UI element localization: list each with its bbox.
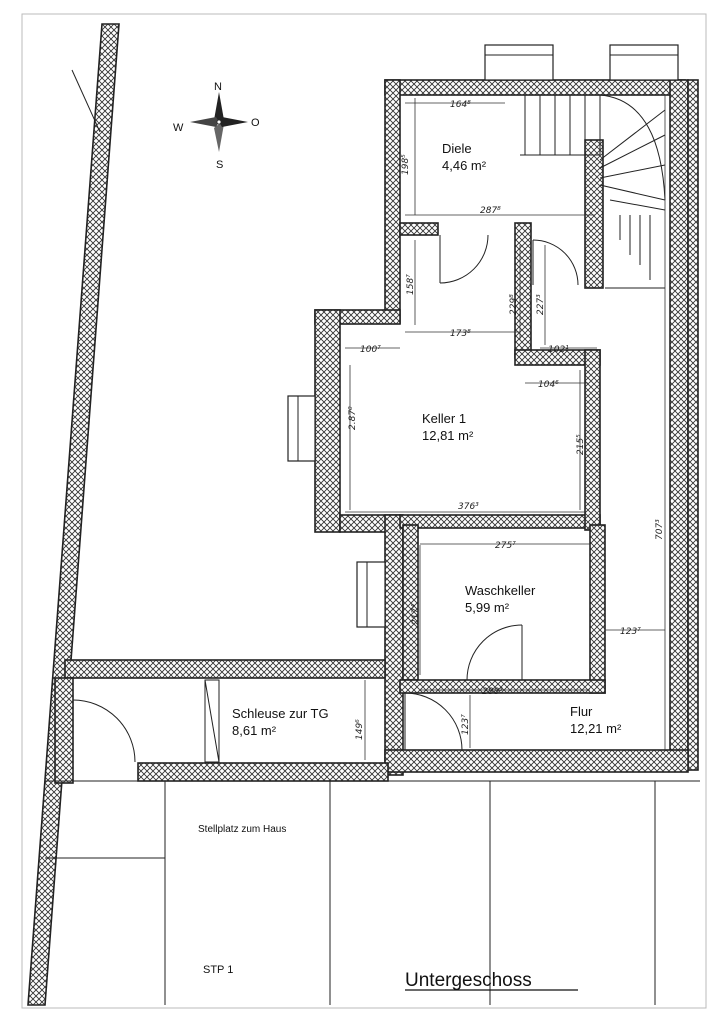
dim-227: 227³ [536, 294, 546, 315]
dim-flur-length: 707³ [655, 519, 665, 540]
dim-keller-width: 376³ [458, 502, 479, 512]
door-flur [404, 692, 463, 751]
door-schleuse [72, 699, 136, 763]
light-well-1 [484, 44, 554, 81]
waschkeller-west-wall [384, 514, 404, 776]
room-flur-area: 12,21 m² [570, 721, 622, 736]
room-diele-name: Diele [442, 141, 472, 156]
parking-label: Stellplatz zum Haus [198, 824, 286, 835]
room-waschkeller-area: 5,99 m² [465, 600, 510, 615]
parking-space-label: STP 1 [203, 964, 233, 976]
dim-288: 288³ [482, 687, 503, 697]
dim-schleuse: 149⁶ [355, 719, 365, 740]
room-schleuse-area: 8,61 m² [232, 723, 277, 738]
page-border [21, 13, 707, 1009]
boundary-line [71, 69, 101, 133]
parking-grid [45, 780, 700, 1005]
dim-diele-width: 164⁸ [450, 100, 471, 110]
schleuse-north-wall [64, 659, 386, 679]
dim-123b: 123⁷ [461, 714, 471, 735]
light-well-keller [287, 395, 316, 462]
door-keller [532, 239, 579, 286]
dim-104: 104⁶ [538, 380, 559, 390]
floor-title: Untergeschoss [405, 970, 532, 991]
east-wall [669, 79, 689, 771]
room-diele-area: 4,46 m² [442, 158, 487, 173]
staircase [520, 94, 666, 289]
diele-south-wall-left [399, 222, 439, 236]
west-wall-diele [384, 79, 401, 324]
dim-waschkeller-depth: 217⁴ [411, 604, 421, 625]
compass-east: O [251, 117, 260, 129]
light-well-waschkeller [356, 561, 386, 628]
dim-229: 229⁸ [509, 294, 519, 315]
compass-rose-icon [190, 92, 248, 152]
dim-keller-depth: 2.87⁰ [348, 406, 358, 430]
room-keller1-area: 12,81 m² [422, 428, 474, 443]
dim-215: 215⁵ [576, 434, 586, 455]
left-property-wall [27, 23, 120, 1006]
door-waschkeller [466, 624, 523, 681]
compass-south: S [216, 159, 223, 171]
compass-north: N [214, 81, 222, 93]
room-waschkeller-name: Waschkeller [465, 583, 536, 598]
keller-south-wall [399, 514, 601, 529]
waschkeller-east-wall [589, 524, 606, 694]
stair-wall [584, 139, 604, 289]
dim-diele-depth: 198⁵ [401, 154, 411, 175]
waschkeller-west-inner [402, 524, 419, 681]
dim-102: 102¹ [548, 345, 569, 355]
dim-158: 158⁷ [406, 274, 416, 295]
dim-173: 173⁸ [450, 329, 471, 339]
compass-west: W [173, 122, 184, 134]
schleuse-south-wall [137, 762, 389, 782]
light-well-2 [609, 44, 679, 81]
schleuse-west-wall [54, 677, 74, 784]
dim-waschkeller-width: 275⁷ [495, 541, 516, 551]
dim-diele-full: 287⁸ [480, 206, 501, 216]
room-schleuse-name: Schleuse zur TG [232, 706, 329, 721]
dim-100: 100⁷ [360, 345, 381, 355]
room-flur-name: Flur [570, 704, 593, 719]
door-diele [439, 234, 489, 284]
dim-flur-width: 123⁷ [620, 627, 641, 637]
keller-inner-wall [514, 222, 532, 359]
keller-west-wall [314, 309, 341, 533]
room-keller1-name: Keller 1 [422, 411, 466, 426]
north-wall [384, 79, 686, 96]
dimension-lines [345, 95, 666, 760]
flur-south-wall [384, 749, 689, 773]
east-wall-outer [687, 79, 699, 771]
keller-east-wall [584, 349, 601, 531]
